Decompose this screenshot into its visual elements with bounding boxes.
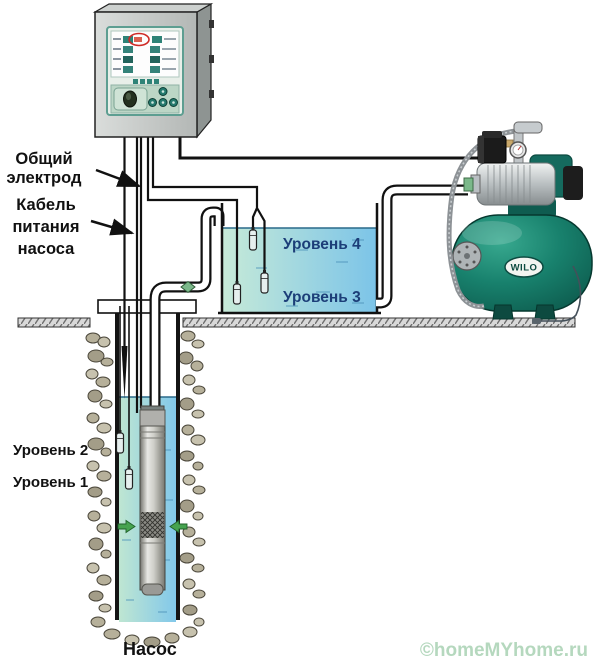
suction-pipe [374,184,468,309]
riser-pipe [149,206,225,416]
pump-top-cap [139,409,166,427]
sensor-level1 [124,465,134,490]
pump-cable-label-line1: Кабель [16,196,75,214]
tank-foot-right [534,304,556,320]
sensor-mid [260,269,269,294]
pump-cable-label-line3: насоса [18,240,76,258]
storage-tank: Уровень 4 Уровень 3 [218,203,381,315]
panel-buttons [148,87,178,107]
tank-ripples [256,239,364,307]
level1-label: Уровень 1 [13,474,88,491]
gravel-right-column [178,330,206,627]
common-electrode-arrow [95,168,142,188]
check-valve [180,280,196,294]
well-casing-left [115,313,119,620]
watermark: ©homeMYhome.ru [420,640,588,661]
panel-logo [133,79,159,84]
callouts: Общий электрод Кабель питания насоса Уро… [7,150,177,659]
wellhead-flange [97,299,197,314]
cable-tank-sensor-high [151,137,266,273]
pump-ribs [487,165,531,203]
pressure-booster-unit: WILO [446,121,593,324]
control-box [92,2,214,139]
gravel-bottom [103,626,198,648]
storage-tank-water [223,228,376,313]
intake-arrow-left-icon [117,519,136,534]
pump-label: Насос [123,639,177,659]
level4-label: Уровень 4 [283,236,361,253]
cable-pressure-switch [178,137,479,160]
gravel-left-column [85,332,114,628]
submersible-pump [117,405,188,596]
pump-head-stainless [476,162,556,206]
sensor-level2 [115,429,125,454]
ground-surface [17,317,576,328]
level2-label: Уровень 2 [13,442,88,459]
controller-panel [106,26,184,116]
pump-cable-label-line2: питания [12,218,79,236]
alarm-highlight-ring [128,32,150,47]
borehole-gravel [85,330,206,648]
control-box-top [92,3,214,13]
common-electrode-rod [121,346,128,399]
cables [119,137,479,469]
intake-arrow-right-icon [169,519,188,534]
cable-tank-sensor-low [146,137,239,284]
sensor-level3 [232,280,242,305]
control-box-side [196,2,212,139]
power-cord [541,265,582,322]
indicator-display [110,30,180,78]
discharge-elbow [513,121,543,134]
common-electrode-label-line2: электрод [7,169,82,187]
brand-label: WILO [511,263,538,274]
pump-cable-arrow [90,218,135,236]
level3-label: Уровень 3 [283,289,361,306]
well-casing-right [176,313,180,620]
common-electrode-label-line1: Общий [15,150,72,168]
inlet-fitting [463,177,474,192]
brand-badge [504,256,544,278]
pump-bottom-cap [141,583,164,596]
motor-end-cap [563,166,583,200]
indicator-rows [113,32,176,73]
sensor-level4 [248,226,258,251]
tank-foot-left [492,304,514,320]
